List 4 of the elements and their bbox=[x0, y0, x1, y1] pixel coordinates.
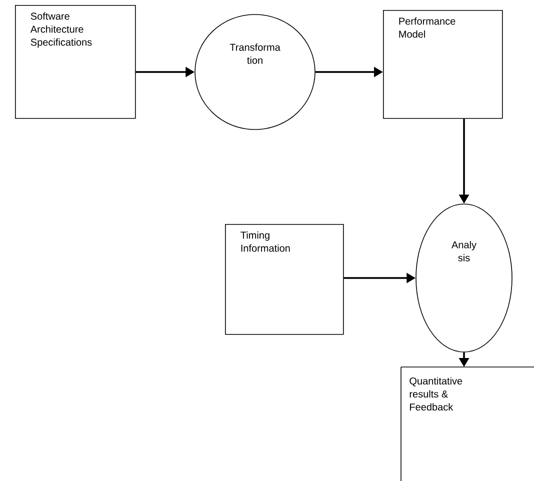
process-box: Software Architecture Specifications bbox=[15, 5, 136, 119]
output-box: Quantitative results & Feedback bbox=[400, 366, 534, 481]
process-box: Timing Information bbox=[225, 224, 344, 335]
process-box: Performance Model bbox=[383, 10, 503, 119]
